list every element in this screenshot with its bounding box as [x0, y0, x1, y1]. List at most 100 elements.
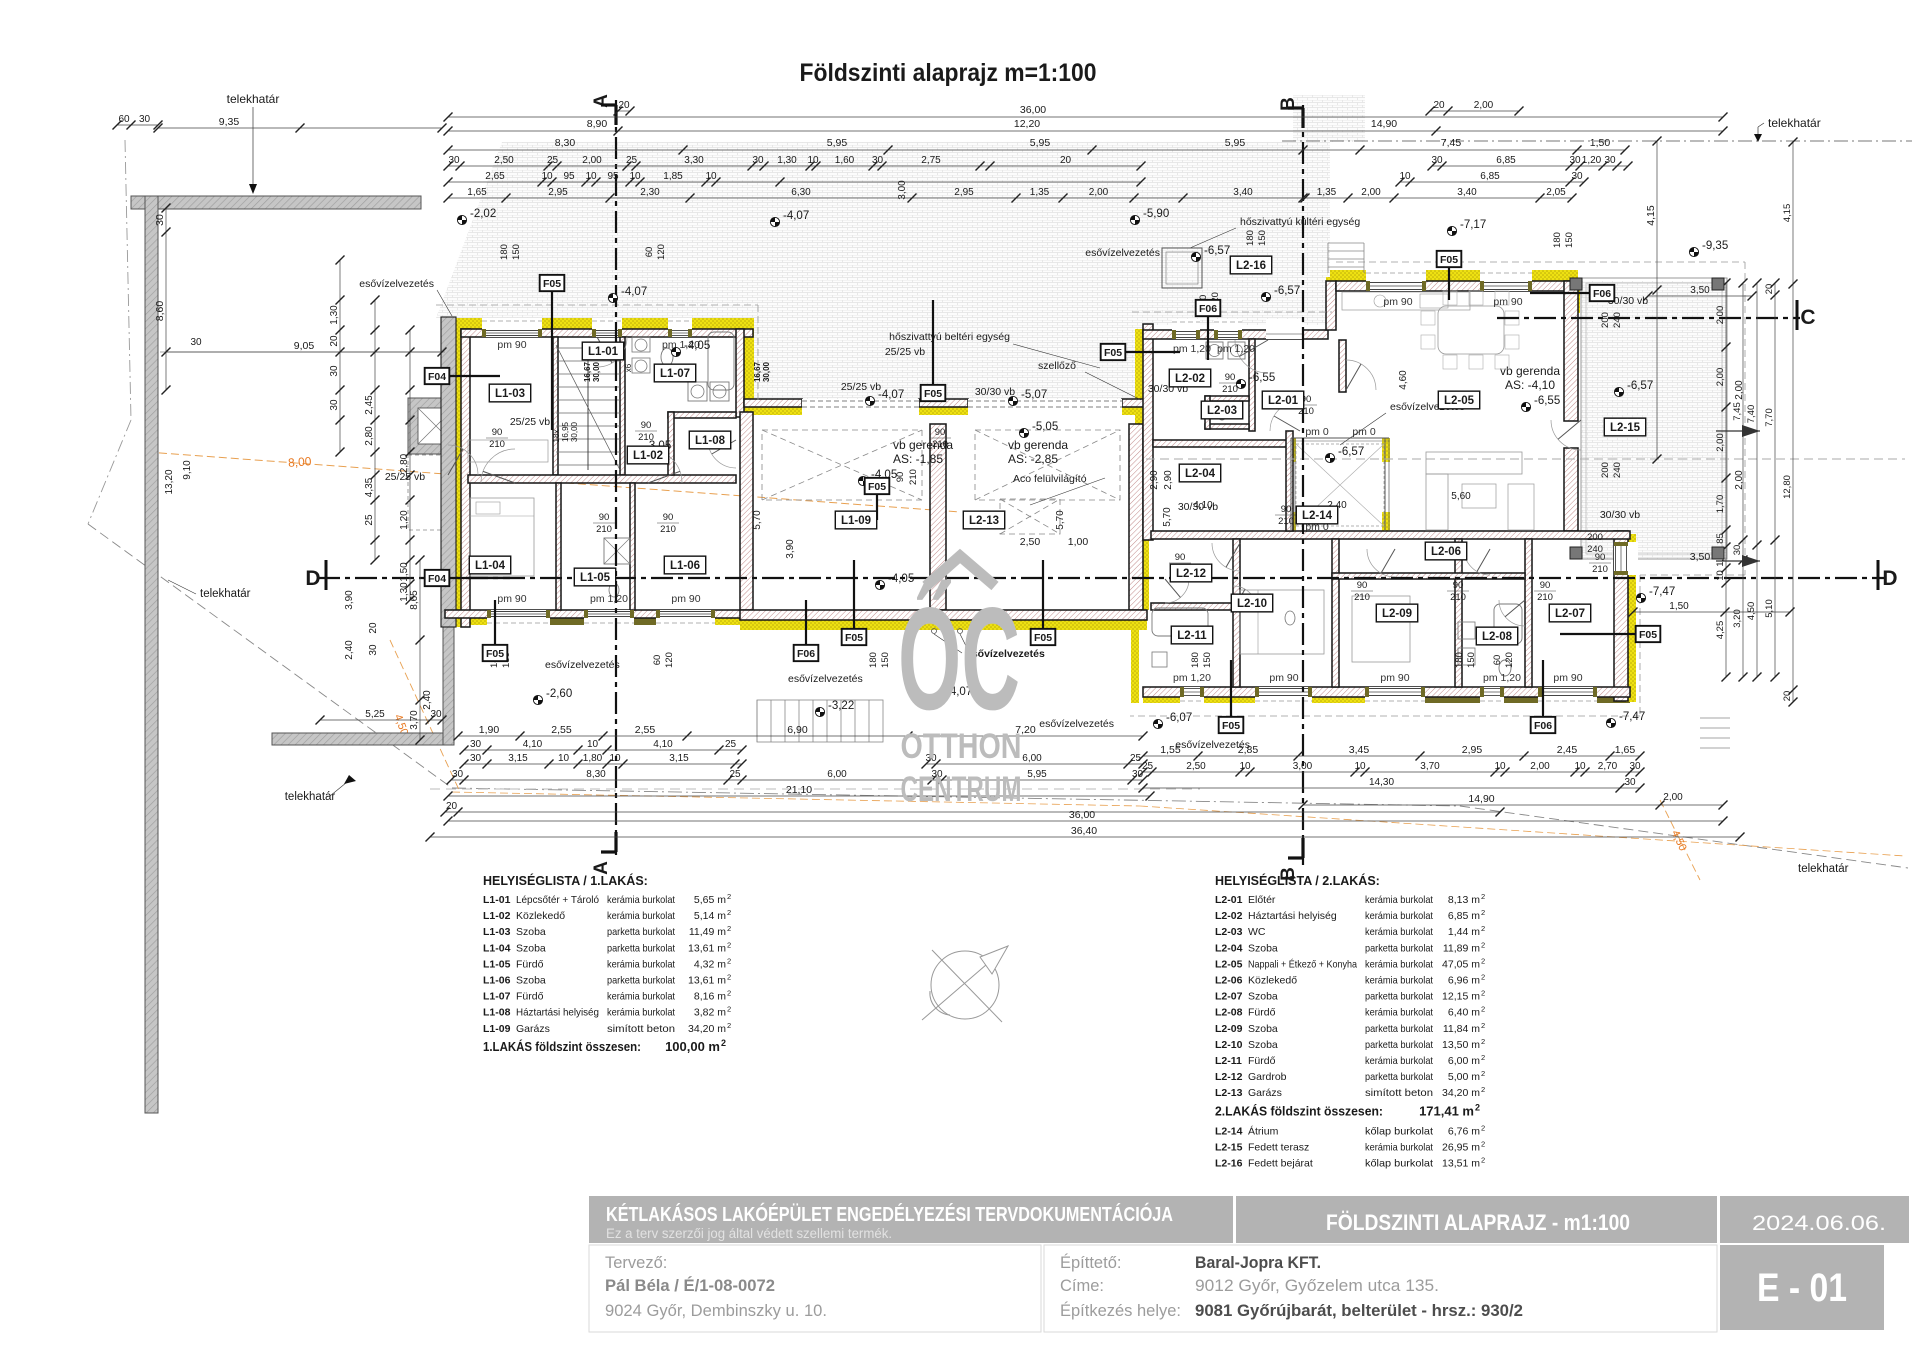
svg-text:90: 90 [935, 427, 946, 438]
svg-text:pm 90: pm 90 [497, 339, 526, 351]
svg-text:60: 60 [652, 655, 663, 666]
svg-text:10: 10 [1354, 761, 1366, 772]
svg-text:F06: F06 [1199, 303, 1217, 315]
svg-text:210: 210 [1222, 384, 1238, 395]
svg-text:8,90: 8,90 [587, 118, 608, 130]
svg-text:30: 30 [1431, 155, 1443, 166]
svg-text:pm 90: pm 90 [671, 593, 700, 605]
svg-text:Közlekedő: Közlekedő [1248, 975, 1297, 987]
svg-text:210: 210 [596, 524, 612, 535]
svg-text:pm 1,20: pm 1,20 [590, 593, 628, 605]
svg-text:34,20 m: 34,20 m [688, 1023, 726, 1035]
svg-text:30: 30 [1569, 155, 1581, 166]
svg-text:Szoba: Szoba [1248, 1039, 1278, 1051]
svg-text:4,10: 4,10 [523, 739, 543, 750]
svg-text:210: 210 [908, 469, 919, 485]
svg-text:pm 90: pm 90 [1493, 296, 1522, 308]
svg-text:2: 2 [727, 908, 731, 917]
svg-text:2: 2 [727, 1005, 731, 1014]
svg-text:2,65: 2,65 [485, 171, 505, 182]
svg-text:25/25 vb: 25/25 vb [385, 471, 425, 483]
svg-text:F05: F05 [1639, 629, 1657, 641]
svg-text:1,55: 1,55 [1160, 744, 1181, 756]
svg-text:L2-10: L2-10 [1215, 1039, 1243, 1051]
svg-text:kerámia burkolat: kerámia burkolat [1365, 1055, 1433, 1067]
svg-text:25: 25 [1142, 761, 1154, 772]
svg-text:kerámia burkolat: kerámia burkolat [607, 910, 675, 922]
svg-text:210: 210 [638, 432, 654, 443]
svg-text:95: 95 [607, 171, 619, 182]
svg-text:120: 120 [1504, 652, 1515, 668]
svg-text:25: 25 [1130, 753, 1142, 764]
svg-text:vb gerenda: vb gerenda [893, 438, 953, 452]
svg-text:120: 120 [656, 244, 667, 260]
svg-text:210: 210 [1278, 516, 1294, 527]
svg-text:L1-04: L1-04 [483, 942, 511, 954]
svg-text:14,90: 14,90 [1371, 118, 1397, 130]
svg-text:2,45: 2,45 [364, 395, 375, 415]
svg-text:L1-07: L1-07 [660, 368, 690, 380]
svg-text:1,70: 1,70 [1715, 495, 1726, 514]
svg-text:pm 90: pm 90 [1553, 672, 1582, 684]
svg-text:parketta burkolat: parketta burkolat [1365, 942, 1433, 954]
svg-text:L2-12: L2-12 [1176, 568, 1206, 580]
svg-text:1,50: 1,50 [1669, 601, 1689, 612]
svg-text:kerámia burkolat: kerámia burkolat [1365, 910, 1433, 922]
svg-text:13,20: 13,20 [164, 469, 175, 494]
svg-text:2,90: 2,90 [1149, 470, 1160, 490]
svg-text:95: 95 [563, 171, 575, 182]
svg-text:13,51 m: 13,51 m [1442, 1158, 1480, 1170]
svg-text:60: 60 [118, 114, 130, 125]
svg-text:1,30: 1,30 [777, 155, 797, 166]
svg-text:36,40: 36,40 [1071, 825, 1097, 837]
svg-text:L1-02: L1-02 [483, 910, 511, 922]
svg-text:2,40: 2,40 [422, 690, 433, 710]
svg-text:2: 2 [1481, 1085, 1485, 1094]
svg-text:2,00: 2,00 [1715, 306, 1726, 325]
svg-text:kerámia burkolat: kerámia burkolat [1365, 975, 1433, 987]
svg-text:21,10: 21,10 [786, 784, 812, 796]
svg-text:30/30 vb: 30/30 vb [1178, 501, 1218, 513]
svg-text:10: 10 [1494, 761, 1506, 772]
svg-text:3,15: 3,15 [508, 753, 528, 764]
svg-text:-6,57: -6,57 [1274, 285, 1300, 297]
svg-text:7,40: 7,40 [1746, 405, 1757, 424]
svg-text:L2-16: L2-16 [1215, 1158, 1243, 1170]
svg-text:240: 240 [1612, 462, 1623, 478]
svg-text:2: 2 [1481, 1053, 1485, 1062]
svg-text:10: 10 [587, 739, 599, 750]
svg-text:Szoba: Szoba [1248, 1023, 1278, 1035]
svg-text:14,90: 14,90 [1468, 793, 1494, 805]
svg-text:8,60: 8,60 [154, 301, 166, 322]
svg-text:telekhatár: telekhatár [1798, 863, 1849, 875]
svg-text:180: 180 [868, 652, 879, 668]
svg-text:kerámia burkolat: kerámia burkolat [1365, 1007, 1433, 1019]
svg-text:5,00 m: 5,00 m [1448, 1071, 1480, 1083]
svg-text:2: 2 [727, 989, 731, 998]
svg-text:Építtető:: Építtető: [1060, 1253, 1121, 1272]
svg-text:kerámia burkolat: kerámia burkolat [607, 1007, 675, 1019]
svg-text:L2-07: L2-07 [1555, 608, 1585, 620]
svg-text:2,55: 2,55 [635, 724, 656, 736]
svg-text:L2-03: L2-03 [1207, 405, 1237, 417]
svg-text:F04: F04 [428, 371, 446, 383]
svg-text:14,30: 14,30 [1369, 777, 1394, 788]
svg-text:2: 2 [727, 956, 731, 965]
svg-text:2: 2 [727, 892, 731, 901]
svg-text:20: 20 [1782, 691, 1793, 702]
svg-text:HELYISÉGLISTA / 2.LAKÁS:: HELYISÉGLISTA / 2.LAKÁS: [1215, 873, 1380, 888]
svg-text:kerámia burkolat: kerámia burkolat [1365, 958, 1433, 970]
svg-text:10: 10 [1399, 171, 1411, 182]
svg-text:-6,55: -6,55 [1249, 372, 1275, 384]
svg-text:150: 150 [511, 244, 522, 260]
svg-text:E - 01: E - 01 [1757, 1266, 1847, 1310]
svg-text:200: 200 [1600, 462, 1611, 478]
svg-text:-5,07: -5,07 [1021, 389, 1047, 401]
svg-text:L2-10: L2-10 [1237, 598, 1267, 610]
svg-text:2,00: 2,00 [1663, 792, 1683, 803]
svg-text:1,30: 1,30 [399, 582, 410, 602]
svg-text:2: 2 [727, 924, 731, 933]
svg-text:2,80: 2,80 [364, 426, 375, 446]
svg-text:30: 30 [1624, 777, 1636, 788]
svg-text:-4,07: -4,07 [621, 286, 647, 298]
